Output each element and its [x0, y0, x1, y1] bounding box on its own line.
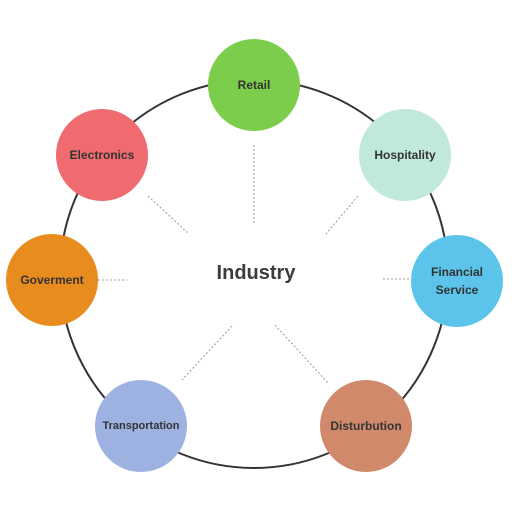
node-hospitality: Hospitality — [359, 109, 451, 201]
node-label-disturbution: Disturbution — [330, 419, 402, 433]
connector-disturbution — [274, 324, 329, 384]
connector-electronics — [147, 195, 189, 234]
connector-transportation — [181, 325, 233, 381]
node-label-financial-service: Financial Service — [430, 265, 483, 297]
center-title: Industry — [216, 262, 296, 284]
node-financial-service: Financial Service — [411, 235, 503, 327]
node-label-retail: Retail — [237, 78, 271, 92]
node-transportation: Transportation — [95, 380, 187, 472]
node-goverment: Goverment — [6, 234, 98, 326]
node-retail: Retail — [208, 39, 300, 131]
node-label-goverment: Goverment — [20, 273, 84, 287]
node-label-hospitality: Hospitality — [374, 148, 436, 162]
node-label-transportation: Transportation — [102, 420, 180, 432]
node-label-electronics: Electronics — [69, 148, 135, 162]
node-electronics: Electronics — [56, 109, 148, 201]
connector-hospitality — [325, 195, 359, 235]
node-disturbution: Disturbution — [320, 380, 412, 472]
